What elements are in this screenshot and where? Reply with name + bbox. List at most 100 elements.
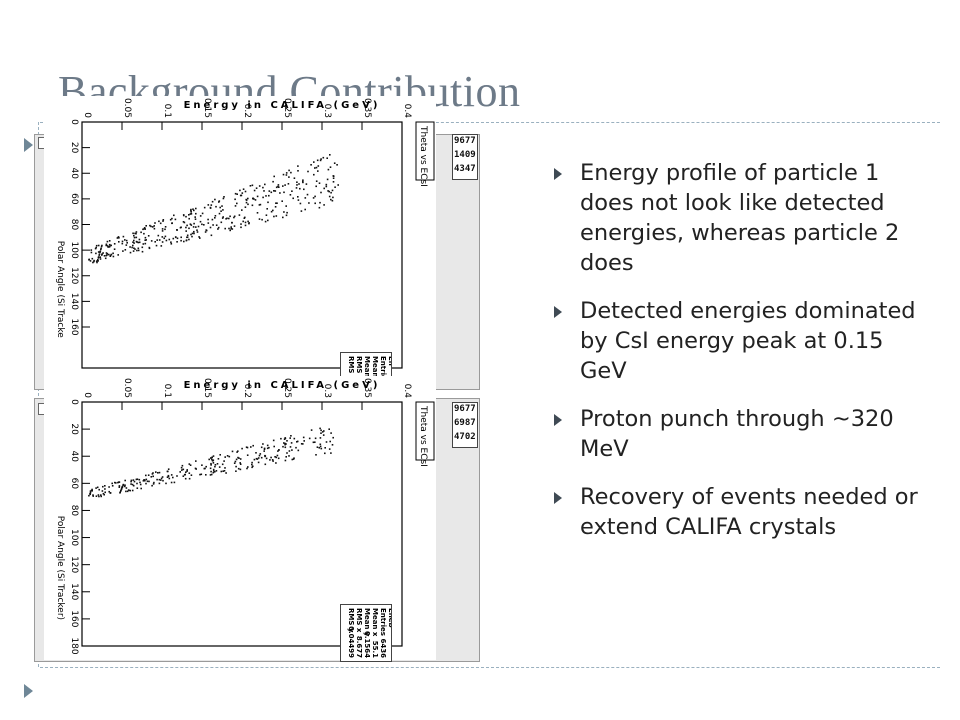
data-point [136,487,139,489]
data-point [138,478,141,481]
data-point [248,222,250,225]
data-point [96,261,98,264]
data-point [302,180,304,183]
y-tick-label: 40 [69,450,79,462]
data-point [302,436,305,439]
data-point [108,486,110,488]
data-point [176,237,179,240]
data-point [119,491,121,493]
data-point [143,227,146,229]
data-point [329,440,331,443]
data-point [186,234,189,237]
stats-value: 8.677 [355,636,363,658]
data-point [188,238,190,241]
data-point [114,481,116,484]
data-point [91,488,93,491]
data-point [158,471,161,474]
data-point [168,477,171,480]
data-point [207,222,210,224]
data-point [137,241,140,244]
data-point [117,236,119,239]
data-point [275,462,277,464]
data-point [145,474,147,477]
data-point [170,243,173,245]
data-point [221,463,224,466]
data-point [329,166,332,168]
data-point [136,478,139,480]
data-point [101,253,103,255]
data-point [97,494,100,496]
stats-label: Entries [379,356,387,384]
data-point [203,224,205,226]
data-point [95,246,97,249]
data-point [151,226,154,228]
data-point [88,259,90,261]
back-stat-value: 9677 [454,136,476,146]
data-point [135,232,137,235]
bullet-text: Detected energies dominated by CsI energ… [580,298,916,384]
data-point [272,460,274,462]
title-rule [40,122,940,123]
data-point [215,470,218,472]
data-point [322,434,325,436]
data-point [252,444,254,447]
data-point [97,260,99,262]
data-point [211,200,214,203]
data-point [320,191,322,194]
data-point [285,205,287,207]
data-point [264,463,267,466]
data-point [300,443,303,445]
data-point [161,241,164,243]
data-point [97,244,100,247]
data-point [276,454,279,457]
data-point [275,202,277,204]
data-point [213,469,215,472]
data-point [190,211,192,213]
data-point [284,446,287,449]
data-point [171,217,173,220]
data-point [169,218,172,221]
data-point [192,208,194,210]
x-tick-label: 0 [82,112,92,118]
data-point [190,208,192,211]
data-point [275,456,278,459]
x-tick-label: 0.3 [322,104,332,118]
data-point [273,215,275,218]
data-point [299,187,301,190]
data-point [236,202,238,205]
data-point [90,249,93,251]
data-point [240,226,242,229]
data-point [246,454,249,456]
data-point [118,481,120,483]
data-point [122,235,125,238]
data-point [143,479,146,481]
data-point [266,444,269,447]
y-tick-label: 60 [69,193,79,205]
data-point [133,242,135,244]
data-point [130,480,132,483]
data-point [125,490,127,493]
data-point [317,170,319,172]
data-point [235,458,238,461]
data-point [155,244,158,247]
data-point [315,166,318,169]
data-point [97,259,99,261]
data-point [181,464,184,467]
data-point [286,440,288,442]
data-point [315,454,317,456]
data-point [203,467,206,470]
data-point [332,177,335,179]
data-point [284,437,286,439]
data-point [238,214,241,216]
data-point [176,241,178,243]
data-point [209,226,212,229]
data-point [330,198,332,201]
stats-label: Eh [387,356,391,366]
data-point [101,244,103,247]
data-point [251,463,253,466]
data-point [186,470,188,472]
data-point [330,191,332,194]
data-point [328,195,331,198]
